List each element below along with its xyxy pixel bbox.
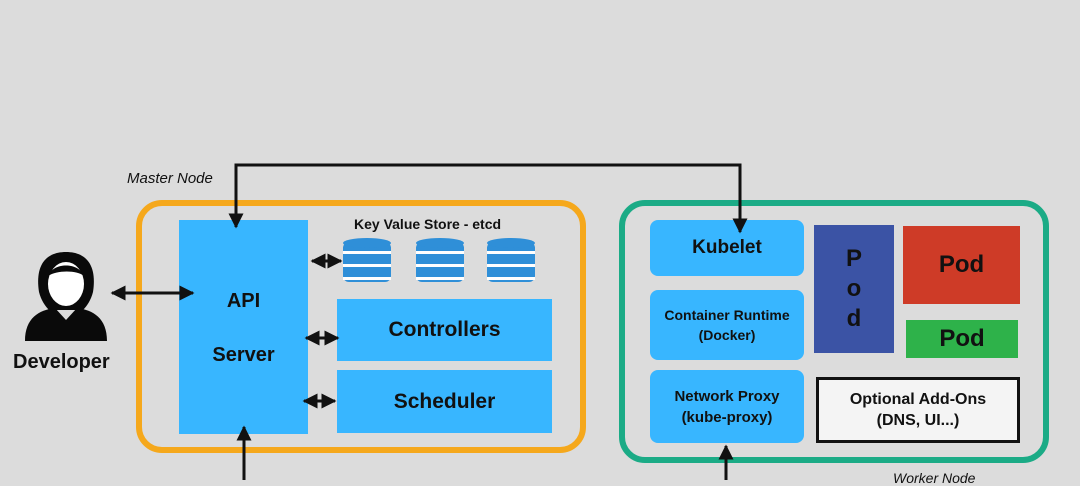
pod-green-label: Pod — [939, 325, 985, 352]
pod-vertical-letter-3: d — [846, 305, 862, 332]
api-server-box: API Server — [179, 220, 308, 434]
pod-green: Pod — [906, 320, 1018, 358]
pod-red-label: Pod — [938, 251, 985, 278]
person-icon — [25, 252, 107, 341]
database-icon — [487, 238, 535, 282]
scheduler-box: Scheduler — [337, 370, 552, 433]
pod-red: Pod — [903, 226, 1020, 304]
worker-node-frame — [619, 200, 1049, 463]
database-icon — [416, 238, 464, 282]
master-to-kubelet-connector — [228, 163, 748, 234]
container-runtime-box: Container Runtime (Docker) — [650, 290, 804, 360]
pod-vertical-letter-2: o — [846, 275, 862, 302]
controllers-box: Controllers — [337, 299, 552, 361]
network-proxy-sublabel: (kube-proxy) — [681, 408, 773, 426]
pod-vertical-letter-1: P — [845, 245, 862, 272]
controllers-label: Controllers — [388, 318, 501, 341]
master-node-label: Master Node — [127, 170, 213, 187]
kubelet-label: Kubelet — [692, 237, 762, 258]
scheduler-label: Scheduler — [393, 389, 496, 413]
optional-addons-label: Optional Add-Ons — [849, 391, 987, 408]
container-runtime-sublabel: (Docker) — [698, 327, 756, 343]
optional-addons-sublabel: (DNS, UI...) — [876, 412, 960, 429]
etcd-database-icons — [343, 238, 535, 282]
network-proxy-label: Network Proxy — [674, 387, 780, 405]
container-runtime-label: Container Runtime — [664, 307, 790, 323]
api-server-label-line1: API — [226, 290, 261, 312]
network-proxy-box: Network Proxy (kube-proxy) — [650, 370, 804, 443]
database-icon — [343, 238, 391, 282]
developer-label: Developer — [13, 351, 110, 373]
api-server-label-line2: Server — [212, 344, 275, 366]
optional-addons-box: Optional Add-Ons (DNS, UI...) — [816, 377, 1020, 443]
master-node-frame — [136, 200, 586, 453]
pod-vertical: P o d — [814, 225, 894, 353]
